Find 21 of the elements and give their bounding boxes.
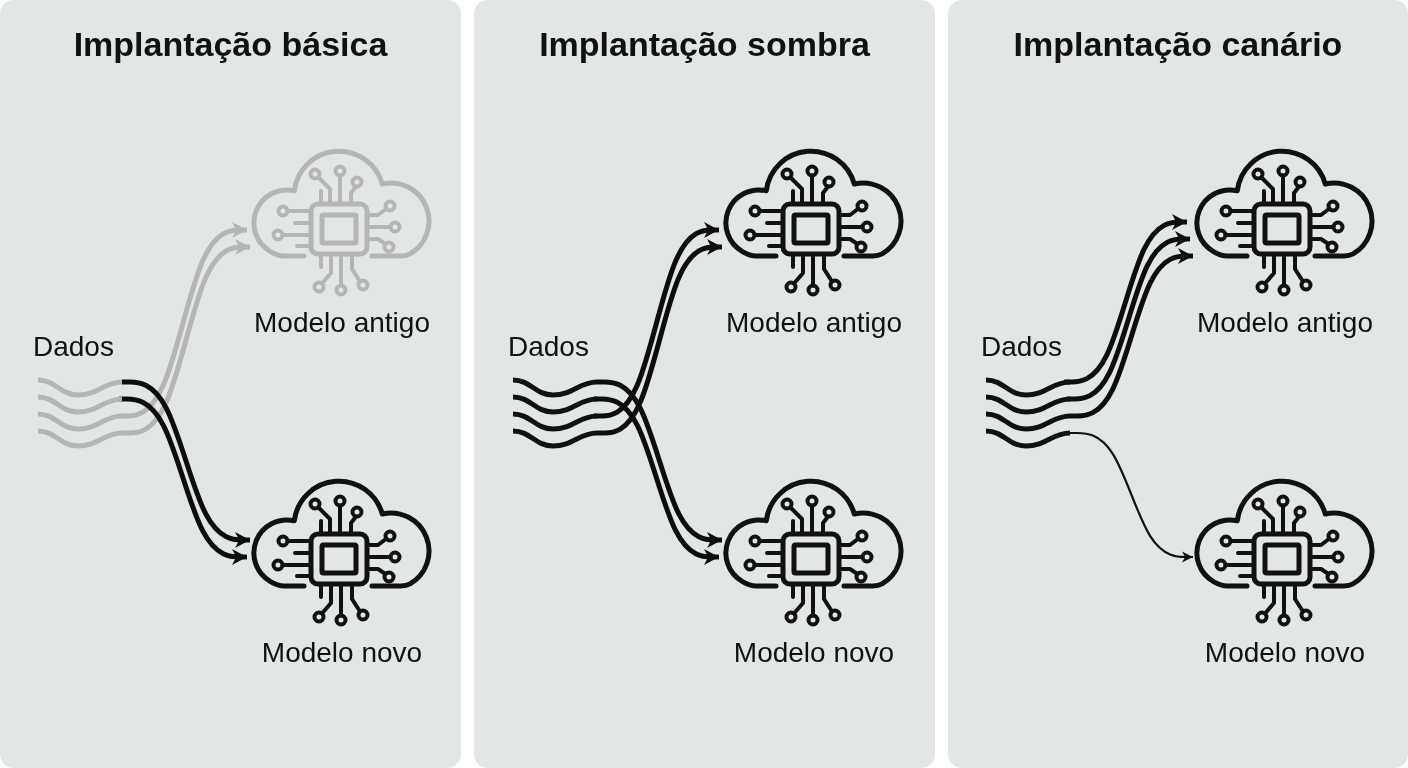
node-label: Modelo antigo xyxy=(726,306,902,340)
node-label: Modelo antigo xyxy=(254,306,430,340)
node-label: Dados xyxy=(33,330,114,364)
double-arrow xyxy=(597,239,722,436)
double-arrow xyxy=(122,379,250,548)
node-label: Modelo novo xyxy=(733,636,895,670)
arrow xyxy=(1070,431,1193,563)
double-arrow xyxy=(597,379,722,548)
node-label: Modelo novo xyxy=(1204,636,1366,670)
node-label: Dados xyxy=(981,330,1062,364)
panel xyxy=(474,0,935,768)
panel-title: Implantação básica xyxy=(73,24,388,65)
double-arrow xyxy=(122,239,250,436)
panel-title: Implantação sombra xyxy=(539,24,870,65)
node-label: Modelo novo xyxy=(261,636,423,670)
node-label: Modelo antigo xyxy=(1197,306,1373,340)
triple-arrow xyxy=(1070,248,1193,419)
node-label: Dados xyxy=(508,330,589,364)
panel-title: Implantação canário xyxy=(1013,24,1343,65)
panel xyxy=(0,0,461,768)
panel xyxy=(948,0,1408,768)
